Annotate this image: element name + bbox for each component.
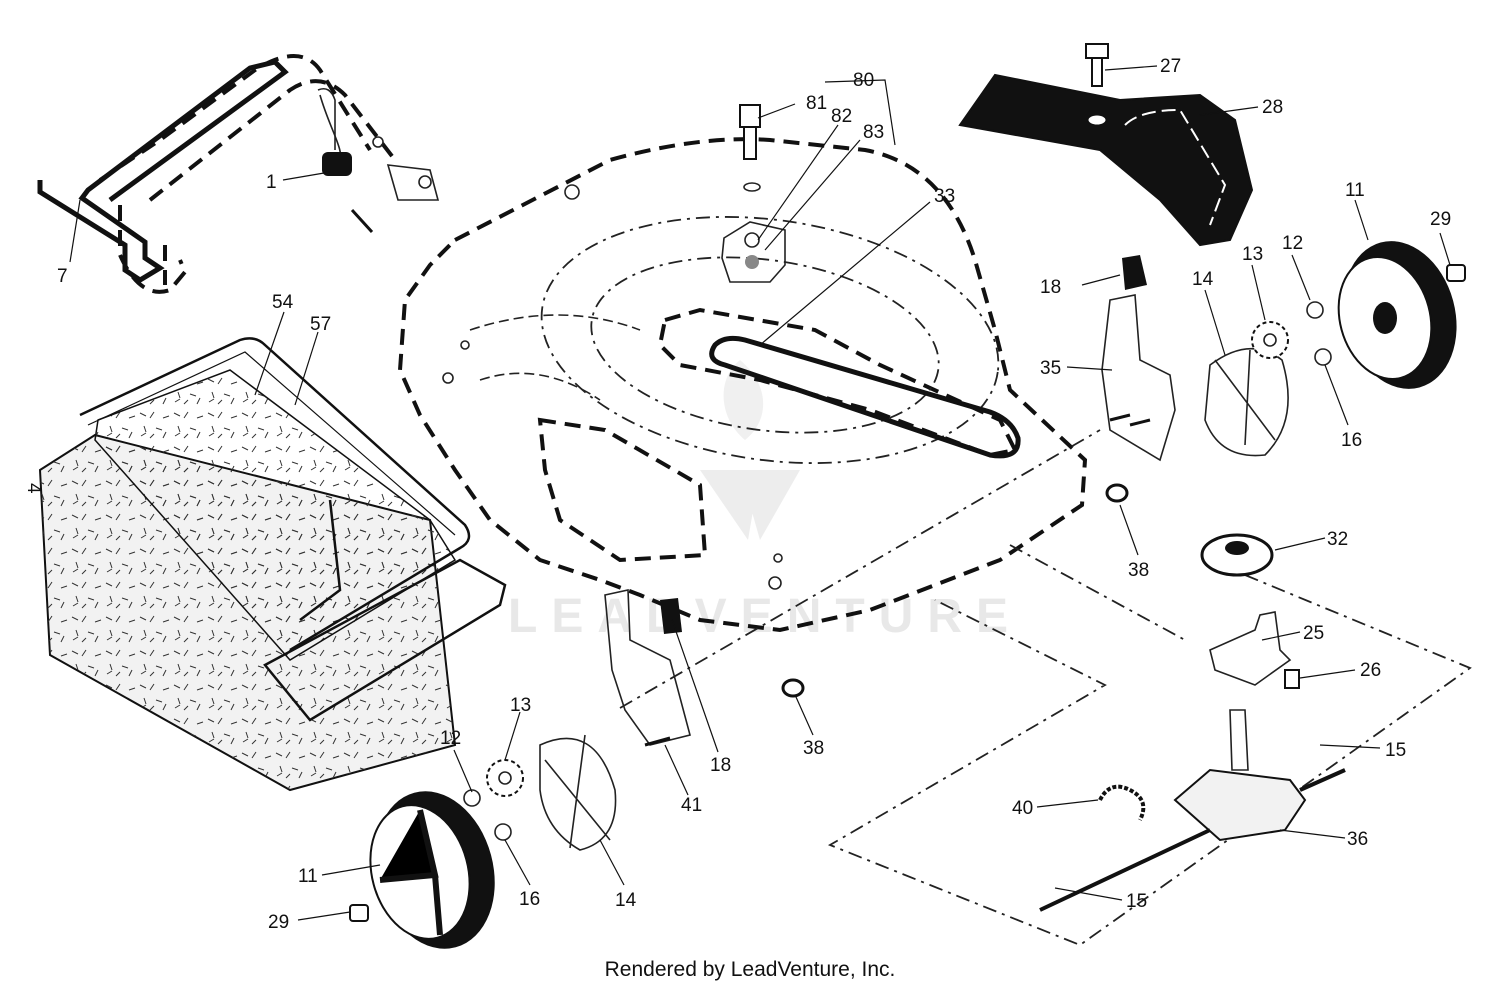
- label-16-left: 16: [519, 889, 540, 910]
- label-27: 27: [1160, 56, 1181, 77]
- wheel-left: [369, 791, 495, 949]
- label-18-left: 18: [710, 755, 731, 776]
- label-14-left: 14: [615, 890, 637, 911]
- label-33: 33: [934, 186, 955, 207]
- label-12-right: 12: [1282, 233, 1303, 254]
- label-54: 54: [272, 292, 294, 313]
- label-57: 57: [310, 314, 331, 335]
- label-1: 1: [266, 172, 277, 193]
- transmission-group: [827, 533, 1472, 947]
- label-13-left: 13: [510, 695, 531, 716]
- label-25: 25: [1303, 623, 1324, 644]
- label-15-right: 15: [1385, 740, 1406, 761]
- engine-fasteners: [721, 104, 786, 283]
- nut-38-right: [1105, 483, 1129, 503]
- label-11-left: 11: [298, 866, 318, 887]
- rear-right-wheel-group: [1101, 241, 1466, 462]
- label-41: 41: [681, 795, 702, 816]
- label-35: 35: [1040, 358, 1061, 379]
- label-7: 7: [57, 266, 68, 287]
- label-12-left: 12: [440, 728, 461, 749]
- cable-clip: [317, 87, 440, 234]
- label-38-right: 38: [1128, 560, 1149, 581]
- watermark-text: LEADVENTURE: [508, 590, 1022, 643]
- label-81: 81: [806, 93, 827, 114]
- wheel-right: [1337, 241, 1457, 389]
- footer-credit: Rendered by LeadVenture, Inc.: [604, 958, 896, 981]
- mower-deck: [397, 137, 1088, 633]
- label-40: 40: [1012, 798, 1033, 819]
- label-32: 32: [1327, 529, 1348, 550]
- label-13-right: 13: [1242, 244, 1263, 265]
- label-4: 4: [23, 483, 44, 494]
- watermark-logo: LEADVENTURE: [508, 360, 1022, 643]
- label-28: 28: [1262, 97, 1283, 118]
- label-36: 36: [1347, 829, 1368, 850]
- label-11-right: 11: [1345, 180, 1365, 201]
- label-15-left: 15: [1126, 891, 1147, 912]
- blade-assembly: [958, 43, 1254, 247]
- label-16-right: 16: [1341, 430, 1362, 451]
- label-29-right: 29: [1430, 209, 1451, 230]
- label-82: 82: [831, 106, 852, 127]
- front-left-wheel-group: [349, 589, 691, 949]
- label-26: 26: [1360, 660, 1381, 681]
- drive-belt: [709, 335, 1021, 459]
- label-14-right: 14: [1192, 269, 1214, 290]
- label-80: 80: [853, 70, 874, 91]
- gear-right: [1251, 321, 1289, 359]
- label-83: 83: [863, 122, 884, 143]
- label-29-left: 29: [268, 912, 289, 933]
- part-number-labels: 1 4 7 54 57 80 81 82 83 33 27 28 11 29 1…: [23, 56, 1451, 933]
- grass-catcher: [38, 337, 507, 792]
- leader-lines: [69, 65, 1451, 921]
- nut-38-left: [781, 678, 805, 698]
- label-38-left: 38: [803, 738, 824, 759]
- gear-left: [486, 759, 524, 797]
- label-18-right: 18: [1040, 277, 1061, 298]
